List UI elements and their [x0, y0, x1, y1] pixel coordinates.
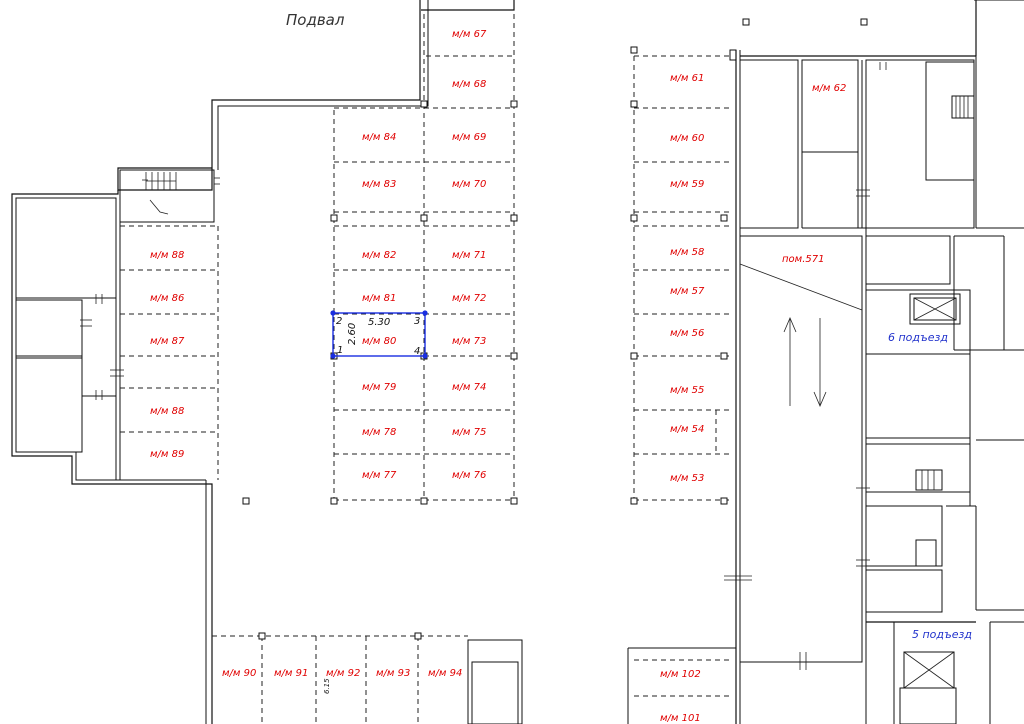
space-label[interactable]: м/м 73: [452, 336, 486, 347]
selected-space[interactable]: 5.30 2.60 1 2 3 4: [330, 310, 428, 359]
space-label[interactable]: м/м 76: [452, 470, 486, 481]
left-parking-grid: [120, 225, 219, 480]
space-label[interactable]: м/м 56: [670, 328, 704, 339]
space-label[interactable]: м/м 62: [812, 83, 846, 94]
corner-point-1[interactable]: [330, 353, 336, 359]
corner-point-4[interactable]: [422, 353, 428, 359]
right-parking-grid: [630, 18, 868, 505]
space-label[interactable]: м/м 75: [452, 427, 486, 438]
space-label[interactable]: м/м 87: [150, 336, 185, 347]
traffic-arrows: [783, 316, 827, 408]
space-label[interactable]: м/м 88: [150, 250, 184, 261]
space-label[interactable]: м/м 77: [362, 470, 397, 481]
space-label[interactable]: м/м 92: [326, 668, 360, 679]
space-label[interactable]: м/м 101: [660, 713, 701, 724]
space-label[interactable]: м/м 93: [376, 668, 410, 679]
space-labels: м/м 67 м/м 68 м/м 84 м/м 69 м/м 83 м/м 7…: [150, 29, 846, 724]
space-label[interactable]: м/м 68: [452, 79, 486, 90]
space-label[interactable]: м/м 78: [362, 427, 396, 438]
dimension-label: 6.15: [323, 678, 331, 694]
space-label[interactable]: м/м 53: [670, 473, 704, 484]
outer-walls: [11, 0, 523, 724]
space-label[interactable]: м/м 72: [452, 293, 486, 304]
space-label[interactable]: м/м 94: [428, 668, 462, 679]
bottom-parking-row: [212, 632, 468, 724]
space-label[interactable]: м/м 70: [452, 179, 486, 190]
selected-space-outline[interactable]: [332, 312, 426, 357]
space-label[interactable]: м/м 57: [670, 286, 705, 297]
space-label[interactable]: м/м 79: [362, 382, 396, 393]
space-label[interactable]: м/м 74: [452, 382, 486, 393]
stair-left: [142, 172, 177, 215]
corner-point-2[interactable]: [330, 310, 336, 316]
space-label[interactable]: м/м 59: [670, 179, 704, 190]
space-label[interactable]: м/м 61: [670, 73, 704, 84]
space-label[interactable]: м/м 55: [670, 385, 704, 396]
space-label[interactable]: м/м 83: [362, 179, 396, 190]
selected-width: 2.60: [347, 323, 358, 345]
point-label-1: 1: [337, 345, 343, 356]
entrance-5-label: 5 подъезд: [912, 628, 972, 641]
center-parking-grid: [242, 14, 518, 505]
space-label[interactable]: м/м 86: [150, 293, 184, 304]
space-label[interactable]: м/м 67: [452, 29, 487, 40]
space-label[interactable]: м/м 54: [670, 424, 704, 435]
space-label[interactable]: м/м 81: [362, 293, 396, 304]
point-label-3: 3: [414, 316, 420, 327]
entrance-6-label: 6 подъезд: [888, 331, 948, 344]
space-label[interactable]: м/м 71: [452, 250, 486, 261]
space-label[interactable]: м/м 69: [452, 132, 486, 143]
point-label-2: 2: [336, 316, 342, 327]
plan-title: Подвал: [286, 11, 345, 29]
space-label[interactable]: м/м 90: [222, 668, 256, 679]
space-label[interactable]: м/м 60: [670, 133, 704, 144]
space-label[interactable]: м/м 102: [660, 669, 701, 680]
space-label[interactable]: м/м 91: [274, 668, 308, 679]
space-label[interactable]: м/м 89: [150, 449, 184, 460]
space-label[interactable]: м/м 58: [670, 247, 704, 258]
room-label[interactable]: пом.571: [782, 254, 824, 265]
selected-length: 5.30: [368, 317, 390, 328]
corner-point-3[interactable]: [422, 310, 428, 316]
right-walls: [627, 0, 1024, 724]
space-label[interactable]: м/м 84: [362, 132, 396, 143]
space-label[interactable]: м/м 80: [362, 336, 396, 347]
space-label[interactable]: м/м 82: [362, 250, 396, 261]
space-label[interactable]: м/м 88: [150, 406, 184, 417]
point-label-4: 4: [414, 346, 420, 357]
